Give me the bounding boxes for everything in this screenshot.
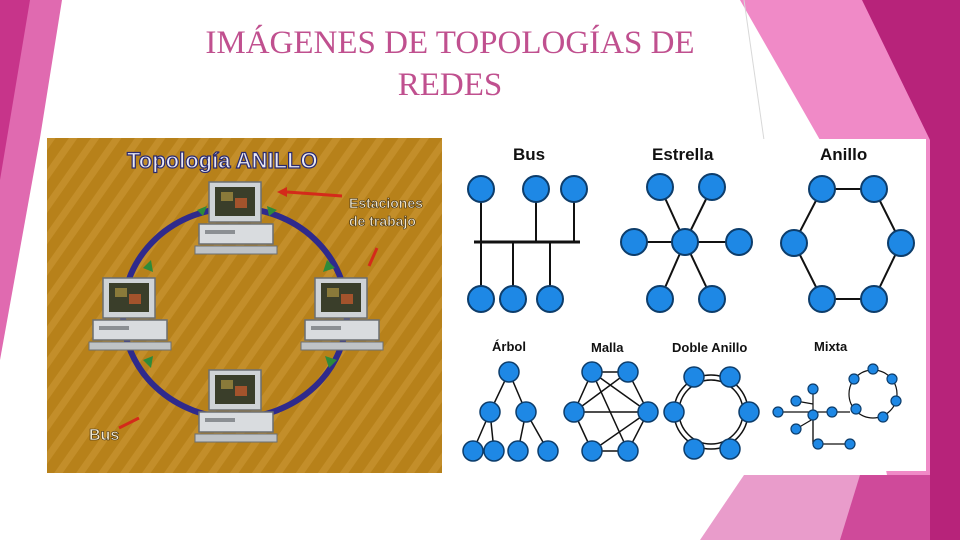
label-estrella: Estrella [652,145,714,164]
label-anillo: Anillo [820,145,867,164]
mixed-diagram [773,364,901,449]
ring-diagram [781,176,914,312]
label-malla: Malla [591,340,624,355]
double-ring-diagram [664,367,759,459]
label-doble-anillo: Doble Anillo [672,340,747,355]
star-diagram [621,174,752,312]
topology-types-image: Bus Estrella Anillo Árbol Malla Doble An… [458,139,926,471]
bus-diagram [468,176,587,312]
label-arbol: Árbol [492,339,526,354]
label-bus: Bus [513,145,545,164]
tree-diagram [463,362,558,461]
label-mixta: Mixta [814,339,848,354]
mesh-diagram [564,362,658,461]
ring-image-heading: Topología ANILLO [127,148,318,173]
ring-topology-image: Topología ANILLO Estaciones de trabajo B… [47,138,442,473]
bus-label: Bus [89,427,119,444]
